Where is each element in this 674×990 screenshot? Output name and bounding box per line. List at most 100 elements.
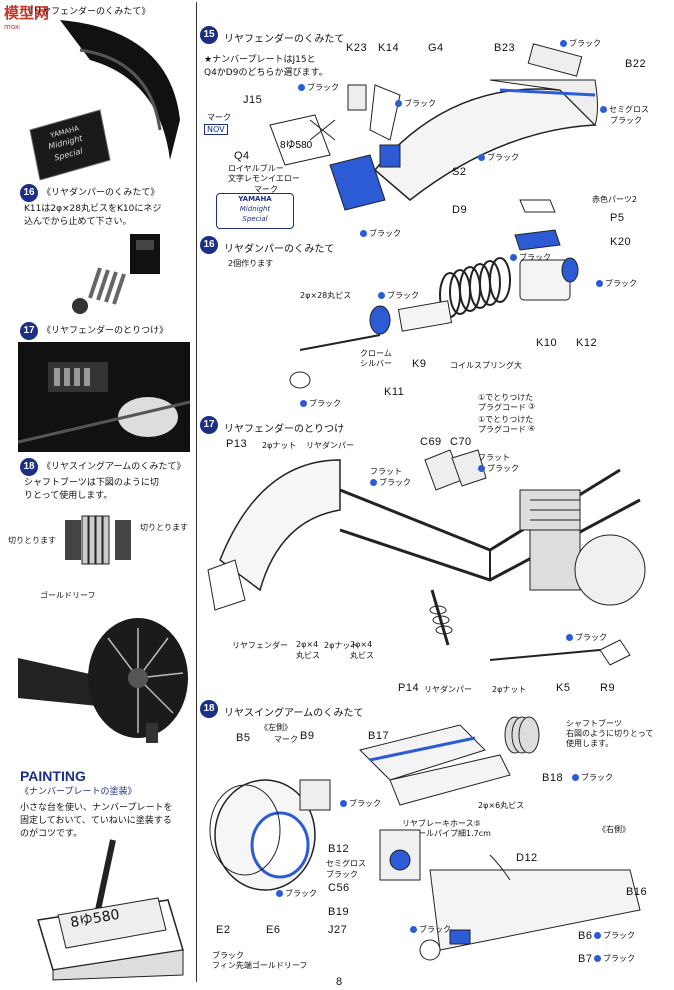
s18-black-j27: ブラック [410,924,451,935]
black-label: ブラック [519,253,551,262]
label-k23: K23 [346,42,368,54]
step-15-diagram: 8ゆ580 [269,43,598,211]
gold-leaf-label: ゴールドリーフ [40,591,96,600]
label-b17: B17 [368,730,390,742]
left-s14-title: 《リヤフェンダーのくみたて》 [24,7,151,17]
s18-black-b7: ブラック [594,953,635,964]
s16-red-parts: 赤色パーツ2 [592,195,637,204]
step-15-badge: 15 [200,26,218,44]
s15-semigloss: セミグロスブラック [600,104,649,126]
label-p13: P13 [226,438,248,450]
label-b6: B6 [578,930,593,942]
step-16-title: リヤダンパーのくみたて [224,244,335,255]
s15-note-1: ★ナンバープレートはJ15と [204,55,316,65]
s17-fender-label: リヤフェンダー [232,641,288,650]
cut-right-label: 切りとります [140,523,188,532]
s15-black-k14: ブラック [395,98,436,109]
paint-dot [566,634,573,641]
step-18-badge: 18 [200,700,218,718]
s18-hose-2: ビニールパイプ細1.7cm [402,829,491,838]
s17-cord2-line2: プラグコード [478,425,526,434]
s17-cord1-line1: ①でとりつけた [478,393,534,402]
paint-dot [594,932,601,939]
black-label: ブラック [307,83,339,92]
paint-dot [510,254,517,261]
s17-nut-bottom: 2φナット [492,685,527,694]
label-b12: B12 [328,843,350,855]
painting-text-3: のがコツです。 [20,829,83,839]
label-d12: D12 [516,852,538,864]
s18-semigloss: セミグロスブラック [326,858,366,880]
s17-black-k5: ブラック [566,632,607,643]
black-label: ブラック [285,889,317,898]
painting-title: PAINTING [20,768,86,784]
paint-dot [276,890,283,897]
step-18-diagram [209,716,641,961]
label-k14: K14 [378,42,400,54]
left-s16-title: 《リヤダンパーのくみたて》 [42,188,160,198]
step-17-badge: 17 [200,416,218,434]
left-s17-title: 《リヤフェンダーのとりつけ》 [42,326,169,336]
s18-left-side: 《左側》 [260,723,292,732]
paint-dot [410,926,417,933]
left-s18-text-2: りとって使用します。 [24,491,113,501]
s17-screw-a-2: 丸ビス [296,651,320,660]
column-divider [196,2,197,982]
s17-damper-top: リヤダンパー [306,441,354,450]
black-label: ブラック [581,773,613,782]
step-18-title: リヤスイングアームのくみたて [224,708,364,719]
s16-black-k9: ブラック [378,290,419,301]
paint-dot [360,230,367,237]
black-label: ブラック [603,931,635,940]
decal-line-3: Special [242,215,268,223]
photo-rear-fender: YAMAHA Midnight Special [20,20,190,180]
paint-dot [478,154,485,161]
s15-black-s2: ブラック [478,152,519,163]
paint-dot [300,400,307,407]
paint-dot [594,955,601,962]
paint-dot [596,280,603,287]
s17-cord1-num: ③ [528,402,536,411]
semigloss-label-1: セミグロス [326,859,366,868]
black-label: ブラック [404,99,436,108]
left-s16-text-2: 込んでから止めて下さい。 [24,217,132,227]
left-s16-text-1: K11は2φ×28丸ビスをK10にネジ [24,204,162,214]
s17-screw-b-1: 2φ×4 [350,640,373,649]
s17-cord2-num: ④ [528,424,536,433]
cut-left-label: 切りとります [8,536,56,545]
s15-mark-1: マーク [207,113,231,122]
s16-chrome-1: クローム [360,349,392,358]
paint-dot [600,106,607,113]
s17-cord2-line1: ①でとりつけた [478,415,534,424]
s15-nov-tag: NOV [204,124,228,135]
label-c56: C56 [328,882,350,894]
black-label: ブラック [419,925,451,934]
black-label: ブラック [569,39,601,48]
step-17-diagram [207,449,646,666]
s16-screw: 2φ×28丸ビス [300,291,352,300]
left-s18-text-1: シャフトブーツは下図のように切 [24,478,159,488]
s15-mark-2: マーク [254,185,278,194]
flat-label-1: フラット [478,453,510,462]
painting-text-2: 固定しておいて、ていねいに塗装する [20,816,172,826]
label-j27: J27 [328,924,348,936]
label-k5: K5 [556,682,571,694]
s15-royal-blue: ロイヤルブルー [228,164,284,173]
label-b7: B7 [578,953,593,965]
left-step-17-badge: 17 [20,322,38,340]
s17-nut-top: 2φナット [262,441,297,450]
label-b9: B9 [300,730,315,742]
s16-subtitle: 2個作ります [228,259,274,268]
s16-black-k12: ブラック [596,278,637,289]
semigloss-label-2: ブラック [326,870,358,879]
s15-black-b22: ブラック [560,38,601,49]
s17-screw-b-2: 丸ビス [350,651,374,660]
s16-chrome-2: シルバー [360,359,392,368]
paint-dot [378,292,385,299]
label-k10: K10 [536,337,558,349]
black-label: ブラック [575,633,607,642]
paint-dot [395,100,402,107]
label-k12: K12 [576,337,598,349]
s17-screw-a-1: 2φ×4 [296,640,319,649]
paint-dot [340,800,347,807]
